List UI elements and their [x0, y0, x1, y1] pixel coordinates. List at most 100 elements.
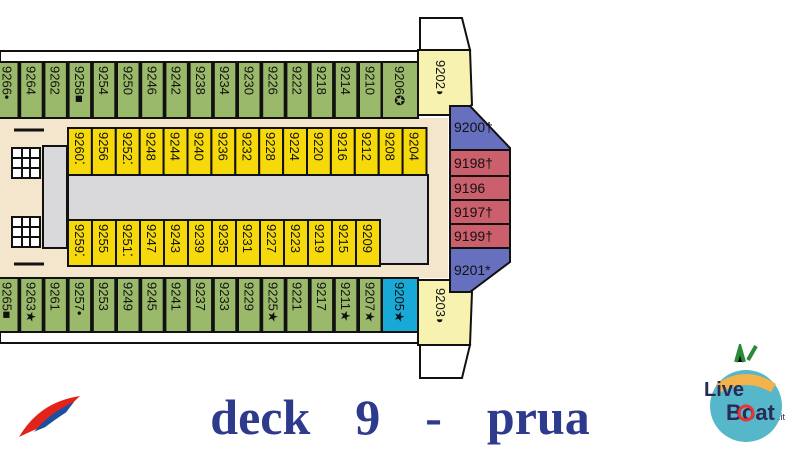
- cabin[interactable]: [259, 219, 285, 267]
- cabin[interactable]: [355, 219, 381, 267]
- bow-cabin-label: 9196: [454, 180, 485, 196]
- cabin-label: 9222: [290, 66, 305, 95]
- cabin[interactable]: [188, 277, 214, 333]
- cabin-label: 9220: [311, 132, 326, 161]
- bow-cabin-label: 9198†: [454, 155, 493, 171]
- cabin-label: 9257•: [72, 282, 87, 316]
- cabin-label: 9235: [216, 224, 231, 253]
- cabin-label: 9258■: [72, 66, 87, 103]
- bow-cabin-label: 9200†: [454, 119, 493, 135]
- cabin-label: 9218: [314, 66, 329, 95]
- cabin[interactable]: [401, 127, 428, 176]
- cabin-label: 9256: [96, 132, 111, 161]
- cabin[interactable]: [67, 61, 93, 119]
- bow-cabin[interactable]: [449, 223, 511, 249]
- cabin-label: 9263★: [23, 282, 38, 323]
- cabin-label: 9246: [144, 66, 159, 95]
- cabin-label: 9210: [362, 66, 377, 95]
- bow-cabin-label: 9201*: [454, 262, 491, 278]
- cabin-label: 9232: [239, 132, 254, 161]
- cabin-label: 9221: [290, 282, 305, 311]
- cabin-label: 9266•: [0, 66, 14, 100]
- bow-cabin[interactable]: [449, 149, 511, 177]
- cabin[interactable]: [237, 61, 262, 119]
- cabin-label: 9209: [360, 224, 375, 253]
- cabin[interactable]: [67, 277, 93, 333]
- cabin-label: 9248: [144, 132, 159, 161]
- cabin[interactable]: [188, 61, 214, 119]
- cabin[interactable]: [91, 61, 117, 119]
- bow-cabin[interactable]: [449, 175, 511, 201]
- cabin-label: 9236: [215, 132, 230, 161]
- cabin-label: 9203◗: [433, 288, 448, 325]
- cabin-label: 9252⁚: [120, 132, 135, 165]
- cabin[interactable]: [116, 61, 141, 119]
- cabin[interactable]: [285, 277, 310, 333]
- cabin[interactable]: [211, 219, 237, 267]
- cabin[interactable]: [140, 277, 165, 333]
- cabin[interactable]: [0, 61, 20, 119]
- cabin-label: 9212: [359, 132, 374, 161]
- cabin[interactable]: [261, 277, 286, 333]
- cabin[interactable]: [116, 277, 141, 333]
- cabin[interactable]: [237, 277, 262, 333]
- cabin[interactable]: [331, 219, 357, 267]
- cabin-label: 9241: [169, 282, 184, 311]
- cabin[interactable]: [333, 61, 359, 119]
- cabin-label: 9227: [264, 224, 279, 253]
- cabin[interactable]: [43, 277, 68, 333]
- bow-cabin-label: 9199†: [454, 228, 493, 244]
- cabin-label: 9247: [144, 224, 159, 253]
- cabin-label: 9215: [336, 224, 351, 253]
- cabin-label: 9204: [407, 132, 422, 161]
- cabin-label: 9244: [168, 132, 183, 161]
- cabin-label: 9240: [191, 132, 206, 161]
- cabin-label: 9214: [338, 66, 353, 95]
- cabin[interactable]: [115, 219, 141, 267]
- cabin[interactable]: [43, 61, 68, 119]
- cabin-label: 9245: [144, 282, 159, 311]
- cabin-label: 9243: [168, 224, 183, 253]
- cabin-label: 9225★: [265, 282, 280, 323]
- cabin[interactable]: [333, 277, 359, 333]
- cabin-label: 9219: [312, 224, 327, 253]
- cabin-label: 9237: [193, 282, 208, 311]
- cabin[interactable]: [309, 61, 335, 119]
- cabin-label: 9265■: [0, 282, 14, 319]
- cabin[interactable]: [212, 61, 238, 119]
- cabin[interactable]: [19, 277, 44, 333]
- carnival-logo: [14, 392, 84, 447]
- cabin-label: 9202◗: [433, 60, 448, 97]
- cabin-label: 9260⁚: [72, 132, 87, 165]
- cabin[interactable]: [19, 61, 44, 119]
- cabin[interactable]: [261, 61, 286, 119]
- cabin-label: 9253: [96, 282, 111, 311]
- cabin-label: 9234: [217, 66, 232, 95]
- cabin-label: 9206✪: [392, 66, 407, 106]
- cabin-label: 9226: [265, 66, 280, 95]
- cabin-label: 9238: [193, 66, 208, 95]
- cabin[interactable]: [212, 277, 238, 333]
- cabin[interactable]: [91, 277, 117, 333]
- suite-9203[interactable]: [417, 279, 474, 346]
- cabin-label: 9233: [217, 282, 232, 311]
- cabin-label: 9205★: [392, 282, 407, 323]
- cabin[interactable]: [381, 61, 419, 119]
- cabin-label: 9239: [192, 224, 207, 253]
- cabin[interactable]: [285, 61, 310, 119]
- cabin-label: 9251⁚: [120, 224, 135, 257]
- cabin[interactable]: [164, 61, 189, 119]
- cabin-label: 9264: [23, 66, 38, 95]
- cabin-label: 9230: [241, 66, 256, 95]
- cabin[interactable]: [309, 277, 335, 333]
- cabin-label: 9216: [335, 132, 350, 161]
- cabin[interactable]: [381, 277, 419, 333]
- cabin-label: 9229: [241, 282, 256, 311]
- page-title: deck 9 - prua: [210, 389, 590, 445]
- cabin[interactable]: [91, 219, 117, 267]
- cabin-label: 9255: [96, 224, 111, 253]
- cabin[interactable]: [140, 61, 165, 119]
- cabin[interactable]: [0, 277, 20, 333]
- cabin[interactable]: [164, 277, 189, 333]
